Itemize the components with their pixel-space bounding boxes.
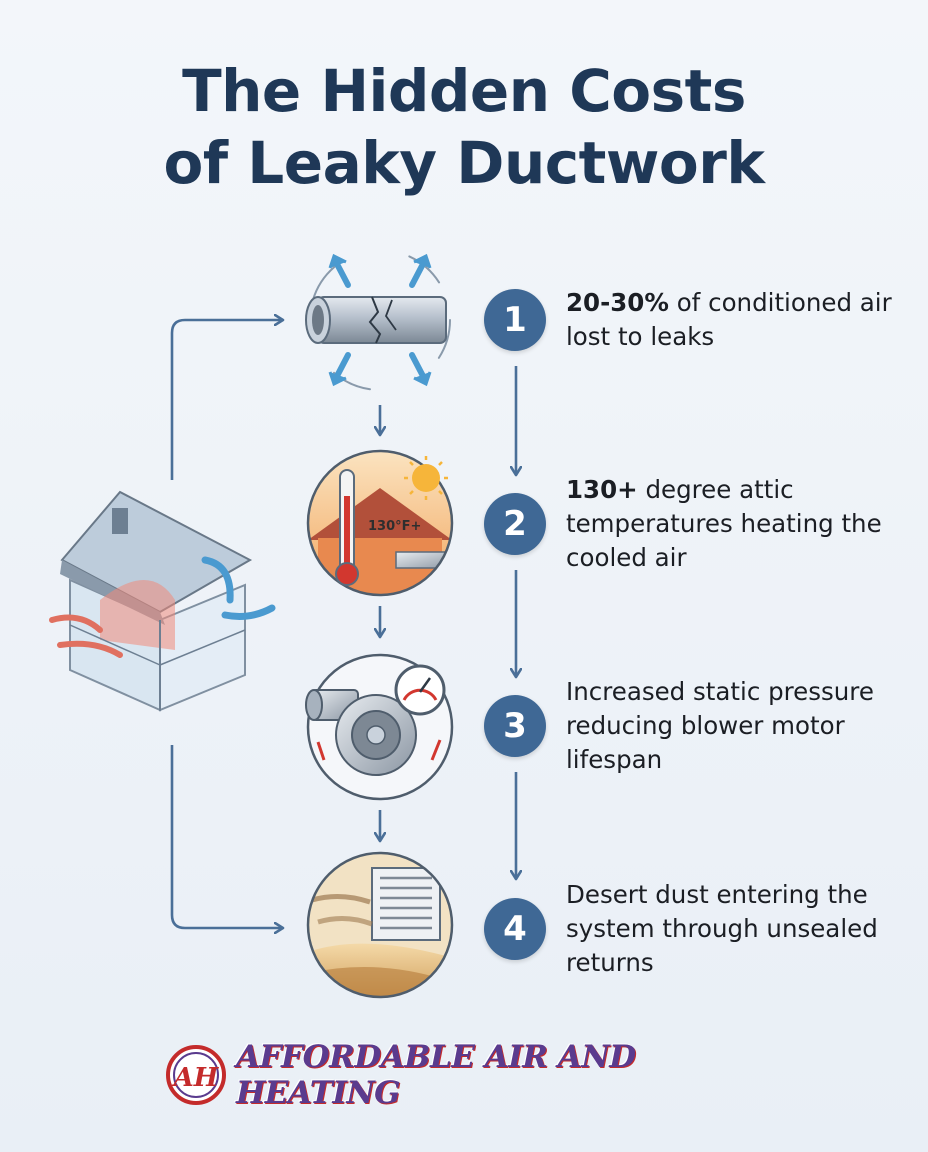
step-1-body: of conditioned air lost to leaks	[566, 288, 892, 351]
step-3-body: Increased static pressure reducing blowe…	[566, 677, 874, 774]
title-line-1: The Hidden Costs	[182, 57, 746, 125]
step-4-badge: 4	[484, 898, 546, 960]
step-1-highlight: 20-30%	[566, 288, 669, 317]
brand-monogram: AH	[171, 1063, 220, 1093]
step-2-body: degree attic temperatures heating the co…	[566, 475, 882, 572]
step-2-highlight: 130+	[566, 475, 638, 504]
page-title: The Hidden Costs of Leaky Ductwork	[0, 55, 928, 199]
house-icon	[49, 490, 276, 712]
step-3-badge: 3	[484, 695, 546, 757]
step-1-text: 20-30% of conditioned air lost to leaks	[566, 286, 904, 354]
feedback-arrow-top	[170, 320, 282, 480]
step-4: 4 Desert dust entering the system throug…	[484, 878, 904, 980]
feedback-arrow-bottom	[170, 745, 282, 928]
brand-logo-icon: AH	[166, 1045, 226, 1105]
step-4-body: Desert dust entering the system through …	[566, 880, 878, 977]
brand-name: AFFORDABLE AIR AND HEATING	[236, 1039, 636, 1111]
brand-logo: AFFORDABLE AIR AND HEATING	[162, 1039, 772, 1111]
title-line-2: of Leaky Ductwork	[163, 129, 765, 197]
leaking-duct-icon	[305, 249, 451, 391]
dusty-return-vent-icon	[306, 851, 454, 999]
hot-attic-icon: 130°F+	[306, 449, 454, 597]
brand-logo-spacer	[162, 1044, 224, 1106]
step-1-badge: 1	[484, 289, 546, 351]
step-3: 3 Increased static pressure reducing blo…	[484, 675, 904, 777]
step-2: 2 130+ degree attic temperatures heating…	[484, 473, 904, 575]
step-2-badge: 2	[484, 493, 546, 555]
blower-motor-icon	[305, 653, 454, 801]
attic-temp-label: 130°F+	[368, 519, 421, 534]
step-4-text: Desert dust entering the system through …	[566, 878, 904, 980]
step-2-text: 130+ degree attic temperatures heating t…	[566, 473, 904, 575]
step-3-text: Increased static pressure reducing blowe…	[566, 675, 904, 777]
step-1: 1 20-30% of conditioned air lost to leak…	[484, 286, 904, 354]
